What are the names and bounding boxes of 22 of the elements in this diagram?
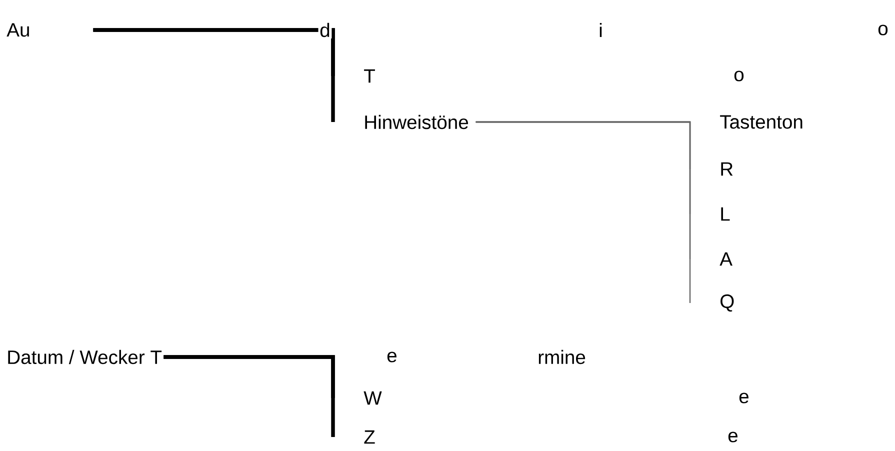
label-text: rmine — [536, 348, 588, 366]
menu-item: W — [364, 391, 382, 405]
menu-item: A — [720, 252, 732, 266]
connector-line — [164, 355, 335, 437]
menu-item: Hinweistöne — [365, 114, 468, 130]
menu-item: L — [721, 207, 730, 221]
menu-item: Au — [6, 23, 29, 37]
menu-item: Tastenton — [720, 115, 802, 129]
label-text: o — [876, 23, 890, 37]
label-text: d — [318, 22, 332, 38]
menu-item: Datum / Wecker T — [8, 350, 162, 364]
menu-item: Z — [364, 430, 375, 444]
label-text: i — [597, 22, 604, 38]
menu-item: R — [721, 162, 733, 176]
menu-item: T — [364, 69, 375, 83]
menu-item: Q — [720, 294, 734, 312]
connector-line — [93, 28, 335, 122]
label-text: e — [385, 350, 399, 364]
label-text: o — [732, 69, 746, 83]
connector-line — [476, 121, 691, 303]
label-text: e — [737, 391, 751, 405]
label-text: e — [726, 430, 740, 444]
